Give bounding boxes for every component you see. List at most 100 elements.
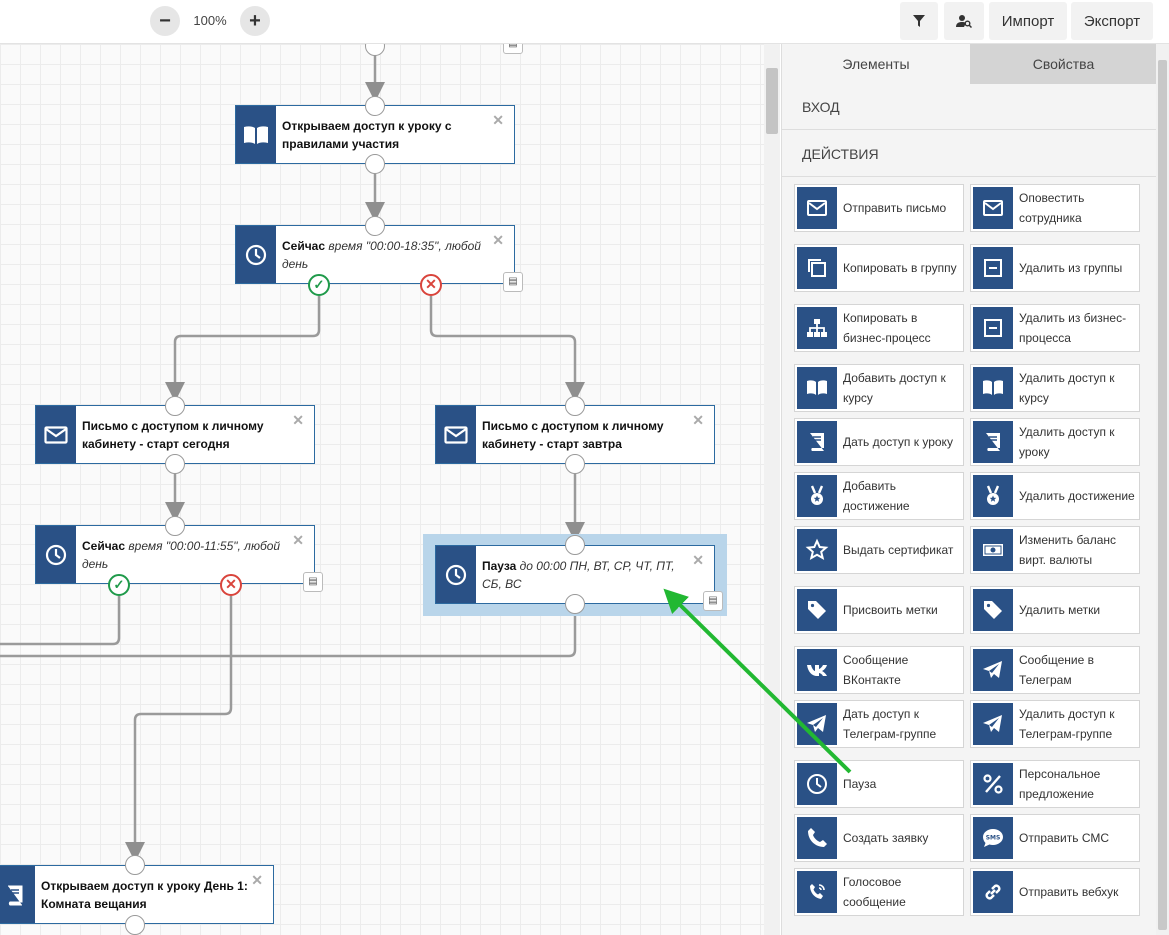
sitemap-icon	[797, 307, 837, 349]
action-button[interactable]: Добавить доступ к курсу	[794, 364, 964, 412]
condition-yes-port[interactable]: ✓	[108, 574, 130, 596]
book-open-icon	[973, 367, 1013, 409]
close-icon[interactable]: ✕	[492, 232, 504, 248]
action-button[interactable]: Удалить метки	[970, 586, 1140, 634]
node-input-port[interactable]	[365, 216, 385, 236]
condition-no-port[interactable]: ✕	[420, 274, 442, 296]
clock-icon	[36, 526, 76, 583]
comment-icon[interactable]: ▤	[703, 591, 723, 611]
comment-icon[interactable]: ▤	[503, 44, 523, 54]
action-button[interactable]: Выдать сертификат	[794, 526, 964, 574]
action-button[interactable]: Персональное предложение	[970, 760, 1140, 808]
process-canvas[interactable]: ▤ Открываем доступ к уроку с правилами у…	[0, 44, 764, 935]
action-button[interactable]: Удалить доступ к курсу	[970, 364, 1140, 412]
action-button[interactable]: Удалить из группы	[970, 244, 1140, 292]
panel-scrollbar[interactable]	[1156, 44, 1169, 935]
node-output-port[interactable]	[165, 454, 185, 474]
zoom-level: 100%	[193, 13, 227, 28]
action-button[interactable]: Сообщение ВКонтакте	[794, 646, 964, 694]
top-toolbar: − 100% + Импорт Экспорт	[0, 0, 1169, 44]
action-button[interactable]: Присвоить метки	[794, 586, 964, 634]
node-input-port[interactable]	[165, 516, 185, 536]
action-label: Создать заявку	[843, 831, 929, 845]
action-button[interactable]: Удалить достижение	[970, 472, 1140, 520]
action-label: Дать доступ к Телеграм-группе	[843, 707, 937, 741]
close-icon[interactable]: ✕	[692, 552, 704, 568]
zoom-out-button[interactable]: −	[150, 6, 180, 36]
export-button[interactable]: Экспорт	[1071, 2, 1153, 40]
action-label: Голосовое сообщение	[843, 875, 906, 909]
telegram-icon	[797, 703, 837, 745]
action-button[interactable]: Копировать в бизнес-процесс	[794, 304, 964, 352]
action-label: Присвоить метки	[843, 603, 938, 617]
canvas-scrollbar[interactable]	[764, 44, 780, 935]
medal-icon	[797, 475, 837, 517]
node-input-port[interactable]	[565, 396, 585, 416]
action-button[interactable]: Отправить письмо	[794, 184, 964, 232]
node-title: Пауза до 00:00 ПН, ВТ, СР, ЧТ, ПТ, СБ, В…	[482, 559, 675, 591]
action-button[interactable]: Добавить достижение	[794, 472, 964, 520]
minus-box-icon	[973, 307, 1013, 349]
book-icon	[0, 866, 35, 923]
close-icon[interactable]: ✕	[492, 112, 504, 128]
action-button[interactable]: Пауза	[794, 760, 964, 808]
close-icon[interactable]: ✕	[251, 872, 263, 888]
phone-icon	[797, 817, 837, 859]
action-button[interactable]: Создать заявку	[794, 814, 964, 862]
star-icon	[797, 529, 837, 571]
section-entry[interactable]: ВХОД	[782, 84, 1157, 130]
node-input-port[interactable]	[125, 855, 145, 875]
node-output-port[interactable]	[565, 594, 585, 614]
action-label: Отправить СМС	[1019, 831, 1110, 845]
action-button[interactable]: SMS Отправить СМС	[970, 814, 1140, 862]
action-button[interactable]: Отправить вебхук	[970, 868, 1140, 916]
action-button[interactable]: Дать доступ к уроку	[794, 418, 964, 466]
action-label: Удалить из группы	[1019, 261, 1123, 275]
action-button[interactable]: Сообщение в Телеграм	[970, 646, 1140, 694]
comment-icon[interactable]: ▤	[503, 272, 523, 292]
tab-elements[interactable]: Элементы	[782, 44, 970, 84]
action-button[interactable]: Оповестить сотрудника	[970, 184, 1140, 232]
action-button[interactable]: Голосовое сообщение	[794, 868, 964, 916]
action-button[interactable]: Удалить доступ к уроку	[970, 418, 1140, 466]
telegram-icon	[973, 649, 1013, 691]
action-button[interactable]: Копировать в группу	[794, 244, 964, 292]
action-label: Удалить из бизнес-процесса	[1019, 311, 1127, 345]
node-input-port[interactable]	[365, 96, 385, 116]
filter-button[interactable]	[900, 2, 938, 40]
close-icon[interactable]: ✕	[292, 532, 304, 548]
section-actions[interactable]: ДЕЙСТВИЯ	[782, 131, 1157, 177]
user-search-button[interactable]	[944, 2, 984, 40]
scrollbar-thumb[interactable]	[766, 68, 778, 134]
node-output-port[interactable]	[125, 915, 145, 935]
action-label: Удалить достижение	[1019, 489, 1135, 503]
action-button[interactable]: Дать доступ к Телеграм-группе	[794, 700, 964, 748]
action-button[interactable]: Удалить из бизнес-процесса	[970, 304, 1140, 352]
link-icon	[973, 871, 1013, 913]
node-input-port[interactable]	[565, 535, 585, 555]
action-button[interactable]: Изменить баланс вирт. валюты	[970, 526, 1140, 574]
close-icon[interactable]: ✕	[292, 412, 304, 428]
condition-yes-port[interactable]: ✓	[308, 274, 330, 296]
action-button[interactable]: Удалить доступ к Телеграм-группе	[970, 700, 1140, 748]
import-button[interactable]: Импорт	[989, 2, 1067, 40]
sms-icon: SMS	[973, 817, 1013, 859]
comment-icon[interactable]: ▤	[303, 572, 323, 592]
percent-icon	[973, 763, 1013, 805]
scrollbar-thumb[interactable]	[1158, 60, 1167, 930]
node-output-port[interactable]	[365, 154, 385, 174]
node-input-port[interactable]	[165, 396, 185, 416]
close-icon[interactable]: ✕	[692, 412, 704, 428]
connection-lines	[0, 52, 585, 862]
action-label: Копировать в группу	[843, 261, 957, 275]
node-title: Сейчас время "00:00-18:35", любой день	[282, 239, 481, 271]
action-label: Пауза	[843, 777, 877, 791]
zoom-in-button[interactable]: +	[240, 6, 270, 36]
action-label: Персональное предложение	[1019, 767, 1101, 801]
tag-icon	[973, 589, 1013, 631]
action-label: Отправить письмо	[843, 201, 947, 215]
tab-properties[interactable]: Свойства	[970, 44, 1157, 84]
condition-no-port[interactable]: ✕	[220, 574, 242, 596]
envelope-icon	[436, 406, 476, 463]
node-output-port[interactable]	[565, 454, 585, 474]
